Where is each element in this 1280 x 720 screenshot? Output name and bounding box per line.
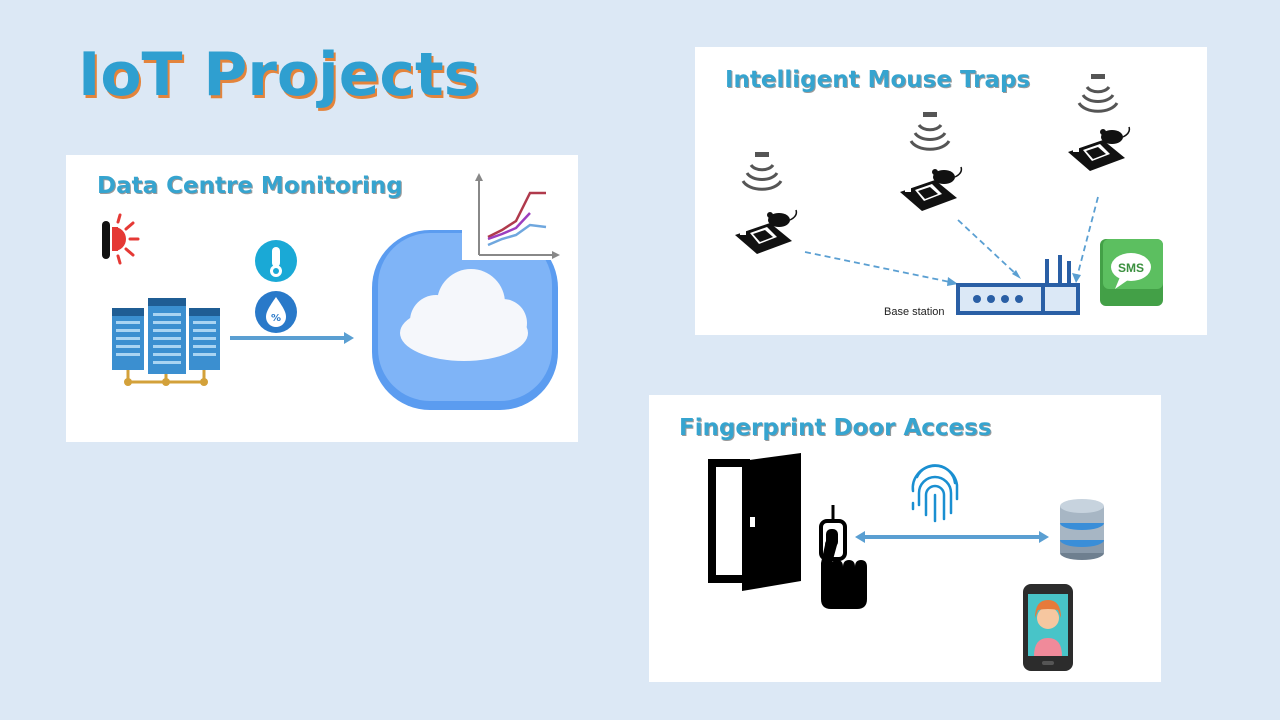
slide-title: IoT Projects [78, 40, 480, 110]
panel-title: Fingerprint Door Access [679, 415, 992, 441]
panel-intelligent-mouse-traps: Intelligent Mouse Traps [695, 47, 1207, 335]
mouse-trap-icon [900, 166, 963, 211]
panel-title: Intelligent Mouse Traps [725, 67, 1031, 93]
mouse-trap-icon [735, 209, 798, 254]
base-station-router-icon [956, 255, 1080, 315]
cloud-icon [372, 230, 558, 410]
fingerprint-scanner-hand-icon [819, 505, 867, 609]
svg-text:%: % [271, 313, 281, 324]
wifi-signal-icon [1077, 74, 1119, 113]
data-arrow [230, 332, 354, 344]
alarm-light-icon [102, 213, 140, 265]
base-station-label: Base station [884, 306, 945, 318]
thermometer-icon [255, 240, 297, 282]
sms-label: SMS [1118, 261, 1144, 275]
panel-title: Data Centre Monitoring [97, 173, 403, 199]
database-icon [1060, 499, 1104, 560]
smartphone-icon [1023, 584, 1073, 671]
panel-fingerprint-door-access: Fingerprint Door Access [649, 395, 1161, 682]
humidity-icon: % [255, 291, 297, 333]
fingerprint-icon [911, 464, 959, 523]
wifi-signal-icon [909, 112, 951, 151]
double-arrow [855, 531, 1049, 543]
trend-chart-icon [462, 170, 562, 260]
signal-arrows [804, 196, 1099, 283]
mouse-trap-icon [1068, 126, 1131, 171]
sms-icon: SMS [1100, 239, 1163, 306]
door-icon [708, 453, 801, 591]
server-rack-icon [112, 298, 220, 386]
panel-data-centre-monitoring: Data Centre Monitoring [66, 155, 578, 442]
wifi-signal-icon [741, 152, 783, 191]
